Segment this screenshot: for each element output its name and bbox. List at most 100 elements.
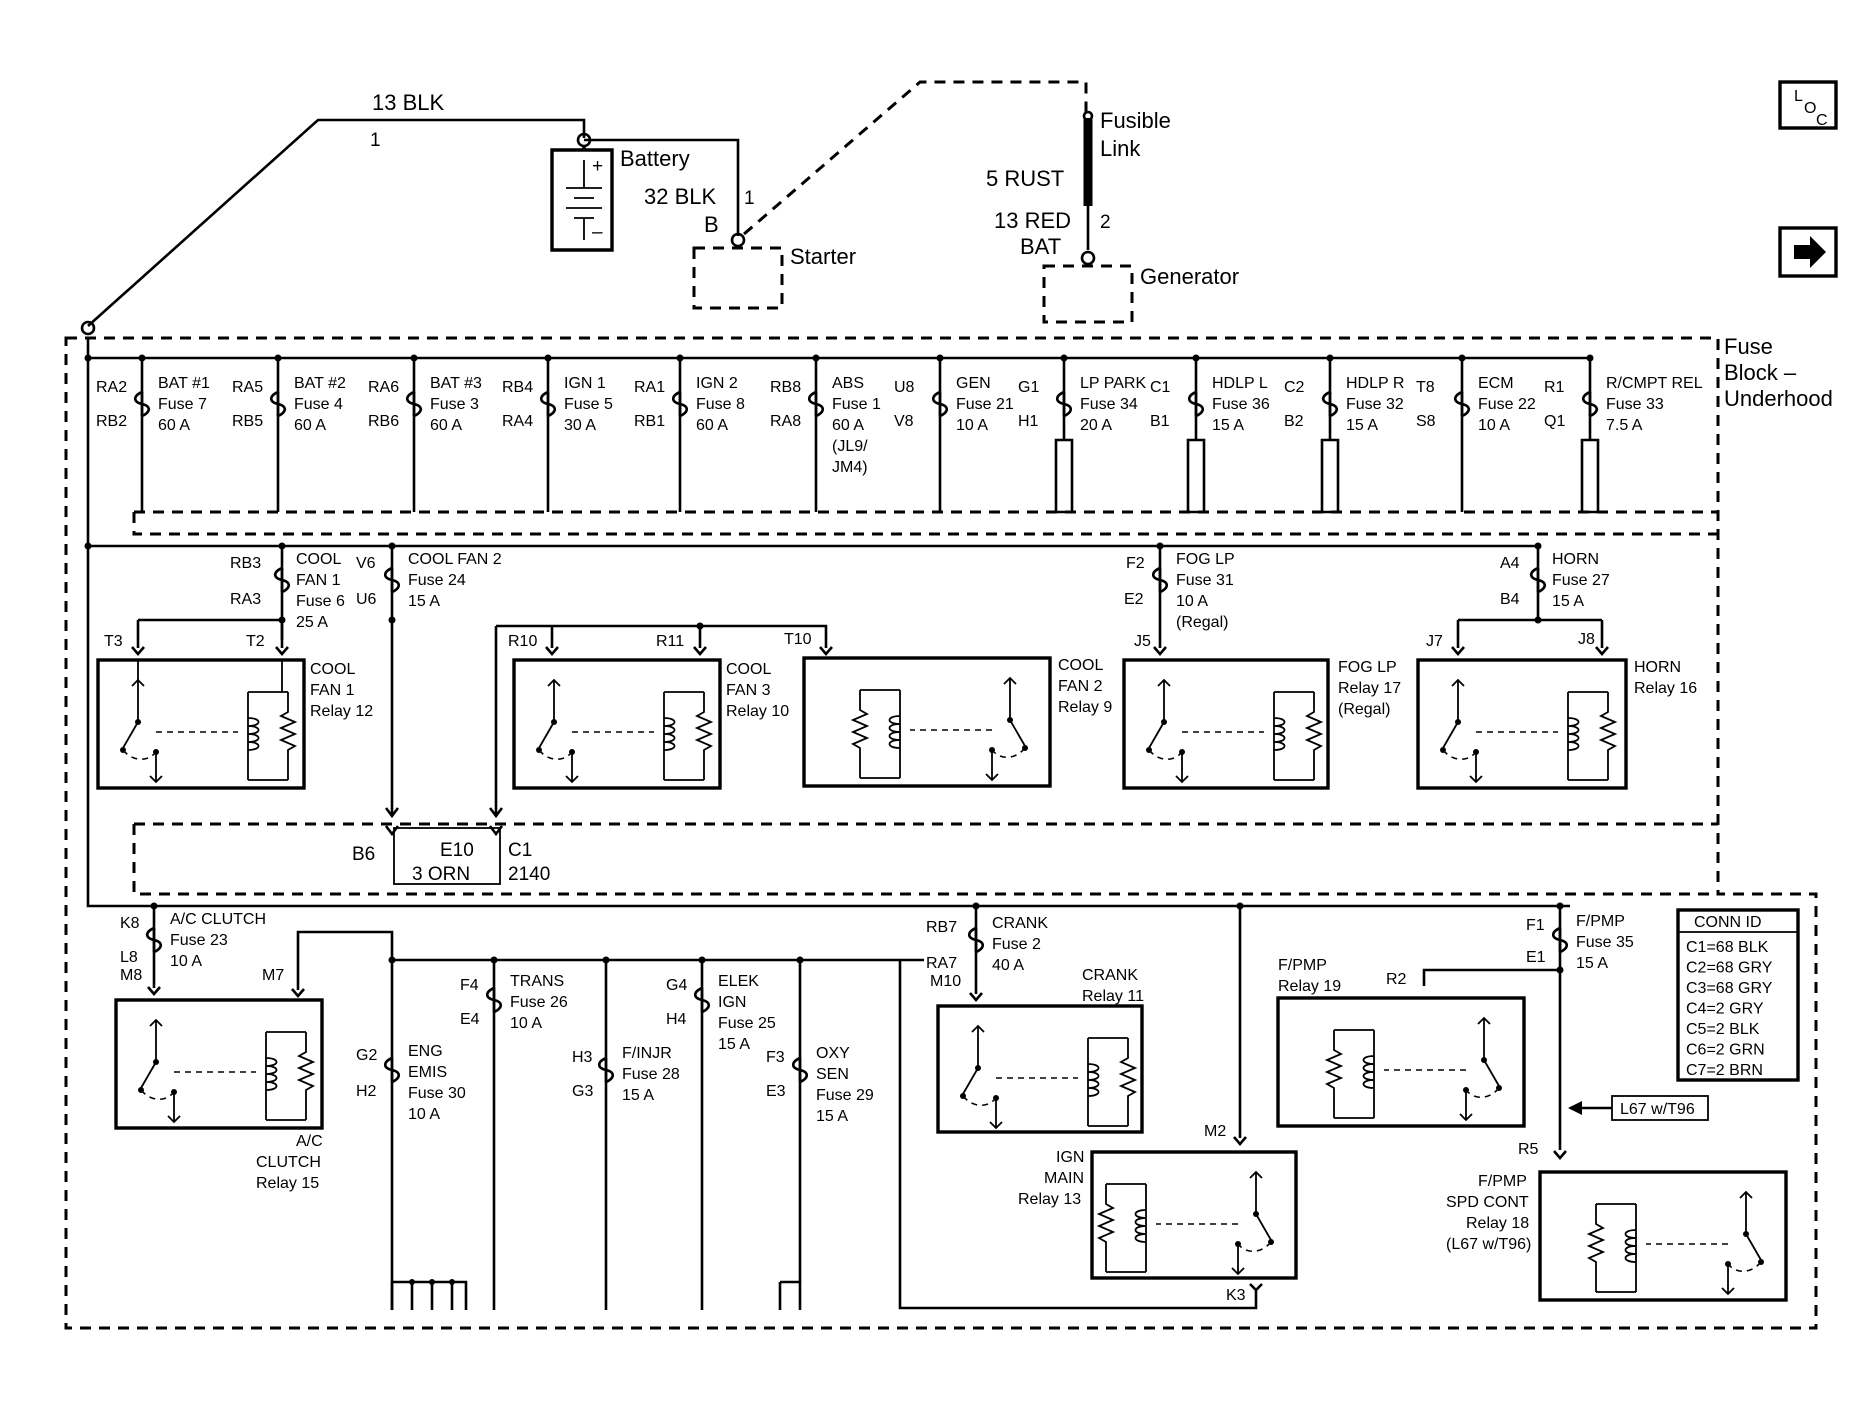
fuse-block-label-3: Underhood xyxy=(1724,386,1833,411)
relay-label: (L67 w/T96) xyxy=(1446,1236,1531,1253)
relay-crank[interactable] xyxy=(936,1004,1144,1134)
fuse-eng-emis[interactable] xyxy=(383,1056,401,1084)
fuse-label: 15 A xyxy=(718,1036,750,1053)
fuse-trans[interactable] xyxy=(485,956,503,1311)
fuse-row1-9[interactable] xyxy=(1320,354,1340,514)
fuse-label: 10 A xyxy=(1176,593,1208,610)
fuse-fog-lp[interactable] xyxy=(1151,542,1169,656)
fuse-row1-1[interactable] xyxy=(269,354,287,513)
conn-id-row: C4=2 GRY xyxy=(1686,1001,1764,1018)
fuse-elek-ign[interactable] xyxy=(693,956,711,1311)
fuse-pin: E3 xyxy=(766,1083,786,1100)
wire-32blk-label: 32 BLK xyxy=(644,184,716,209)
relay-label: Relay 17 xyxy=(1338,680,1401,697)
fuse-row1-3[interactable] xyxy=(539,354,557,513)
fuse-label: 40 A xyxy=(992,957,1024,974)
relay-f-pmp[interactable] xyxy=(1276,996,1526,1128)
fuse-label: Fuse 28 xyxy=(622,1066,680,1083)
fuse-label: FAN 1 xyxy=(296,572,341,589)
fuse-label: BAT #3 xyxy=(430,375,482,392)
fuse-label: 15 A xyxy=(622,1087,654,1104)
fuse-pin: Q1 xyxy=(1544,413,1565,430)
fuse-label: (Regal) xyxy=(1176,614,1228,631)
fuse-label: 15 A xyxy=(1346,417,1378,434)
relay-label: CLUTCH xyxy=(256,1154,321,1171)
fuse-label: 15 A xyxy=(1552,593,1584,610)
fuse-pin: F2 xyxy=(1126,555,1145,572)
fuse-label: IGN 1 xyxy=(564,375,606,392)
fuse-row1-5[interactable] xyxy=(807,354,825,513)
fuse-block-underhood: Fuse Block – Underhood xyxy=(64,334,1833,1330)
fuse-row1-10[interactable] xyxy=(1453,354,1471,513)
fuse-label: HORN xyxy=(1552,551,1599,568)
fuse-label: Fuse 32 xyxy=(1346,396,1404,413)
fuse-label: 15 A xyxy=(1212,417,1244,434)
relay-cool-fan-2[interactable] xyxy=(802,656,1052,788)
fuse-ac-clutch[interactable] xyxy=(145,902,163,996)
battery-circuit: 13 BLK 1 + – Battery 32 BLK 1 B Starter … xyxy=(80,80,1239,336)
fuse-row1-8[interactable] xyxy=(1186,354,1206,514)
relay-horn[interactable] xyxy=(1416,658,1628,790)
relay-ac-clutch[interactable] xyxy=(114,998,324,1130)
fuse-cool-fan-1[interactable] xyxy=(130,542,291,656)
relay-label: (Regal) xyxy=(1338,701,1390,718)
fuse-pin: G1 xyxy=(1018,379,1039,396)
relay-label: COOL xyxy=(1058,657,1103,674)
fuse-row1-11[interactable] xyxy=(1580,354,1600,514)
wire-13red-label: 13 RED xyxy=(994,208,1071,233)
conn-id-title: CONN ID xyxy=(1694,914,1762,931)
fuse-label: COOL xyxy=(296,551,341,568)
relay-f-pmp-spd-cont[interactable] xyxy=(1538,1170,1788,1302)
relay-label: Relay 15 xyxy=(256,1175,319,1192)
fuse-row1-0[interactable] xyxy=(133,354,151,513)
fuse-f-injr[interactable] xyxy=(597,956,615,1311)
fuse-label: Fuse 35 xyxy=(1576,934,1634,951)
relay-label: A/C xyxy=(296,1133,323,1150)
fuse-row1-6[interactable] xyxy=(931,354,949,513)
fuse-f-pmp[interactable] xyxy=(1422,902,1569,1160)
fuse-block-label-2: Block – xyxy=(1724,360,1797,385)
svg-text:L: L xyxy=(1794,88,1803,105)
fuse-crank[interactable] xyxy=(967,902,985,1002)
fuse-oxy-sen[interactable] xyxy=(791,956,809,1283)
fuse-pin: U6 xyxy=(356,591,377,608)
location-icon[interactable]: L O C xyxy=(1778,80,1838,130)
relay-label: FAN 3 xyxy=(726,682,771,699)
fuse-pin: V8 xyxy=(894,413,914,430)
fuse-pin: RB7 xyxy=(926,919,957,936)
relay-label: Relay 10 xyxy=(726,703,789,720)
relay-pin: M10 xyxy=(930,973,961,990)
relay-cool-fan-3[interactable] xyxy=(512,658,722,790)
fuse-horn[interactable] xyxy=(1450,542,1610,656)
fuse-label: LP PARK xyxy=(1080,375,1146,392)
fuse-row1-4[interactable] xyxy=(671,354,689,513)
relay-cool-fan-1[interactable] xyxy=(96,658,306,790)
battery-label: Battery xyxy=(620,146,690,171)
connector-wire: 3 ORN xyxy=(412,864,470,885)
fuse-pin: F1 xyxy=(1526,917,1545,934)
fuse-label: 10 A xyxy=(510,1015,542,1032)
fuse-pin: RA4 xyxy=(502,413,533,430)
relay-label: IGN xyxy=(1056,1149,1084,1166)
generator-label: Generator xyxy=(1140,264,1239,289)
fuse-pin: V6 xyxy=(356,555,376,572)
fuse-pin: RB8 xyxy=(770,379,801,396)
relay-label: MAIN xyxy=(1044,1170,1084,1187)
relay-pin: R5 xyxy=(1518,1141,1539,1158)
relay-fog-lp[interactable] xyxy=(1122,658,1330,790)
relay-ign-main[interactable] xyxy=(1090,1150,1298,1280)
fuse-label: ELEK xyxy=(718,973,759,990)
conn-id-row: C5=2 BLK xyxy=(1686,1021,1760,1038)
fuse-pin: E1 xyxy=(1526,949,1546,966)
fuse-row1-2[interactable] xyxy=(405,354,423,513)
fuse-label: 10 A xyxy=(170,953,202,970)
next-page-arrow-icon[interactable] xyxy=(1778,226,1838,278)
fuse-pin: F4 xyxy=(460,977,479,994)
fuse-label: 15 A xyxy=(408,593,440,610)
row2-fuses-relays: RB3 RA3 COOL FAN 1 Fuse 6 25 A V6 U6 COO… xyxy=(96,542,1697,819)
fuse-label: ENG xyxy=(408,1043,443,1060)
fuse-label: 25 A xyxy=(296,614,328,631)
connector-name: C1 xyxy=(508,840,532,861)
fuse-cool-fan-2[interactable] xyxy=(383,542,401,819)
fuse-row1-7[interactable] xyxy=(1054,354,1074,514)
